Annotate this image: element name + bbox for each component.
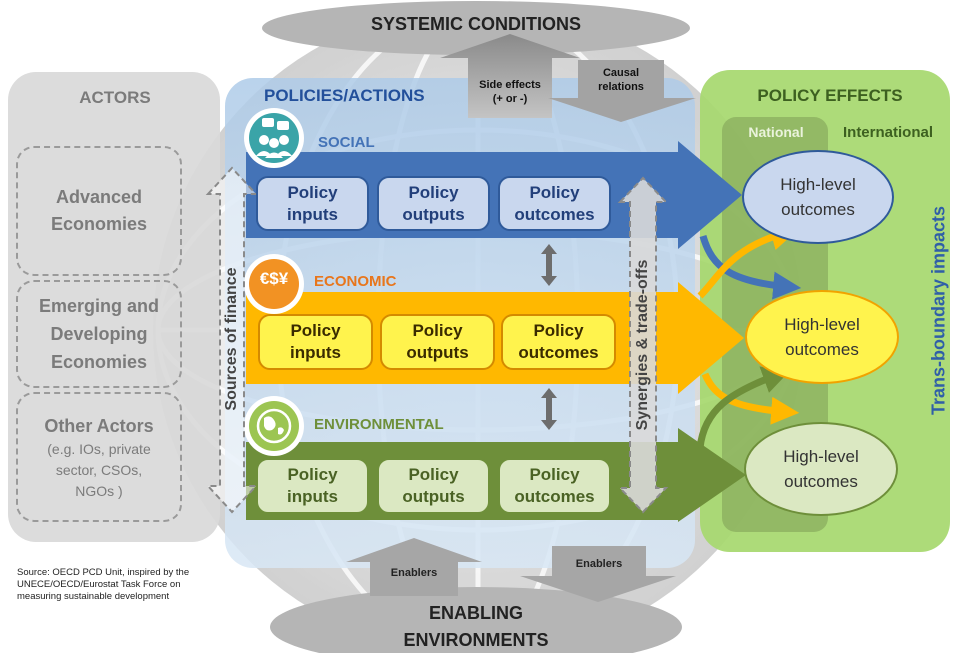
economic-outcomes-line1: Policy	[533, 321, 584, 340]
enabling-line1: ENABLING	[429, 603, 523, 623]
other-actors-box: Other Actors (e.g. IOs, private sector, …	[16, 392, 182, 522]
orange-curve-arrow-up	[697, 222, 799, 299]
side-effects-label: Side effects (+ or -)	[470, 78, 550, 106]
source-note: Source: OECD PCD Unit, inspired by the U…	[17, 567, 190, 602]
row-link-arrow-2	[541, 388, 557, 430]
national-label: National	[748, 124, 804, 140]
env-inputs-line2: inputs	[287, 487, 338, 506]
enabling-environments-label: ENABLING ENVIRONMENTS	[330, 600, 622, 654]
env-outcome-line1: High-level	[783, 447, 859, 466]
env-inputs-line1: Policy	[287, 465, 338, 484]
advanced-line2: Economies	[50, 214, 148, 234]
social-policy-outcomes: Policy outcomes	[498, 176, 611, 231]
causal-relations-arrow	[548, 60, 696, 122]
env-outputs-line1: Policy	[408, 465, 459, 484]
economic-inputs-line1: Policy	[290, 321, 341, 340]
blue-curve-arrow	[699, 234, 802, 300]
economic-outcome-line2: outcomes	[785, 340, 859, 359]
economic-label: ECONOMIC	[314, 273, 397, 290]
env-outcomes-line2: outcomes	[514, 487, 595, 506]
causal-line1: Causal	[602, 67, 640, 79]
economic-policy-outputs: Policy outputs	[380, 314, 495, 370]
enablers-left-label: Enablers	[390, 567, 438, 579]
social-outcome-line1: High-level	[780, 175, 856, 194]
env-outcomes-line1: Policy	[529, 465, 580, 484]
enablers-arrow-down	[520, 546, 676, 602]
side-effects-line1: Side effects	[479, 79, 541, 91]
row-link-arrow-1	[541, 244, 557, 286]
actors-panel	[8, 72, 220, 542]
emerging-line1: Emerging and	[38, 296, 159, 316]
social-outcomes-line2: outcomes	[514, 204, 595, 224]
synergies-label: Synergies & trade-offs	[634, 259, 651, 431]
systemic-conditions-ellipse	[262, 1, 690, 55]
advanced-line1: Advanced	[55, 187, 143, 207]
emerging-line3: Economies	[50, 352, 148, 372]
social-icon	[244, 108, 304, 168]
enablers-arrow-up	[346, 538, 482, 596]
environmental-icon	[244, 396, 304, 456]
enabling-environments-ellipse	[270, 587, 682, 653]
causal-line2: relations	[598, 81, 644, 93]
other-actors-title: Other Actors	[44, 415, 154, 436]
economic-outputs-line2: outputs	[406, 343, 469, 362]
advanced-economies-box: Advanced Economies	[16, 146, 182, 276]
social-outputs-line2: outputs	[402, 204, 465, 224]
international-label: International	[842, 124, 933, 141]
social-outcome-line2: outcomes	[781, 200, 855, 219]
social-outcomes-line1: Policy	[529, 182, 580, 202]
other-line3: NGOs )	[75, 482, 123, 499]
policies-actions-title: POLICIES/ACTIONS	[264, 86, 425, 105]
social-arrow	[246, 141, 742, 249]
environmental-label: ENVIRONMENTAL	[314, 416, 444, 433]
economic-inputs-line2: inputs	[290, 343, 341, 362]
social-policy-inputs: Policy inputs	[256, 176, 369, 231]
environmental-policy-outcomes: Policy outcomes	[498, 458, 611, 514]
economic-outcomes-line2: outcomes	[518, 343, 599, 362]
economic-icon	[244, 254, 304, 314]
social-inputs-line1: Policy	[287, 182, 338, 202]
env-outputs-line2: outputs	[402, 487, 465, 506]
other-line1: (e.g. IOs, private	[47, 440, 151, 457]
actors-title: ACTORS	[79, 88, 151, 107]
economic-high-level-outcomes: High-level outcomes	[745, 290, 899, 384]
economic-outcome-line1: High-level	[784, 315, 860, 334]
economic-arrow	[246, 282, 744, 394]
social-policy-outputs: Policy outputs	[377, 176, 490, 231]
social-high-level-outcomes: High-level outcomes	[742, 150, 894, 244]
environmental-arrow	[246, 428, 746, 522]
currency-symbols: €$¥	[259, 269, 289, 288]
economic-policy-outcomes: Policy outcomes	[501, 314, 616, 370]
economic-policy-inputs: Policy inputs	[258, 314, 373, 370]
side-effects-line2: (+ or -)	[492, 93, 528, 105]
social-label: SOCIAL	[318, 134, 375, 151]
enabling-line2: ENVIRONMENTS	[403, 630, 549, 650]
systemic-conditions-label: SYSTEMIC CONDITIONS	[370, 14, 581, 34]
policy-effects-title: POLICY EFFECTS	[757, 86, 903, 105]
enablers-right-label: Enablers	[575, 558, 623, 570]
social-outputs-line1: Policy	[408, 182, 459, 202]
sources-of-finance-label: Sources of finance	[223, 267, 240, 411]
sources-of-finance-arrow	[205, 166, 259, 514]
environmental-policy-inputs: Policy inputs	[256, 458, 369, 514]
economic-outputs-line1: Policy	[412, 321, 463, 340]
social-inputs-line2: inputs	[287, 204, 338, 224]
env-outcome-line2: outcomes	[784, 472, 858, 491]
trans-boundary-label: Trans-boundary impacts	[928, 205, 949, 416]
emerging-economies-box: Emerging and Developing Economies	[16, 280, 182, 388]
environmental-high-level-outcomes: High-level outcomes	[744, 422, 898, 516]
emerging-line2: Developing	[50, 324, 148, 344]
causal-relations-label: Causal relations	[580, 66, 662, 94]
green-curve-arrow	[696, 366, 791, 449]
environmental-policy-outputs: Policy outputs	[377, 458, 490, 514]
synergies-arrow	[617, 176, 669, 514]
other-line2: sector, CSOs,	[55, 461, 143, 478]
side-effects-arrow	[440, 34, 580, 118]
